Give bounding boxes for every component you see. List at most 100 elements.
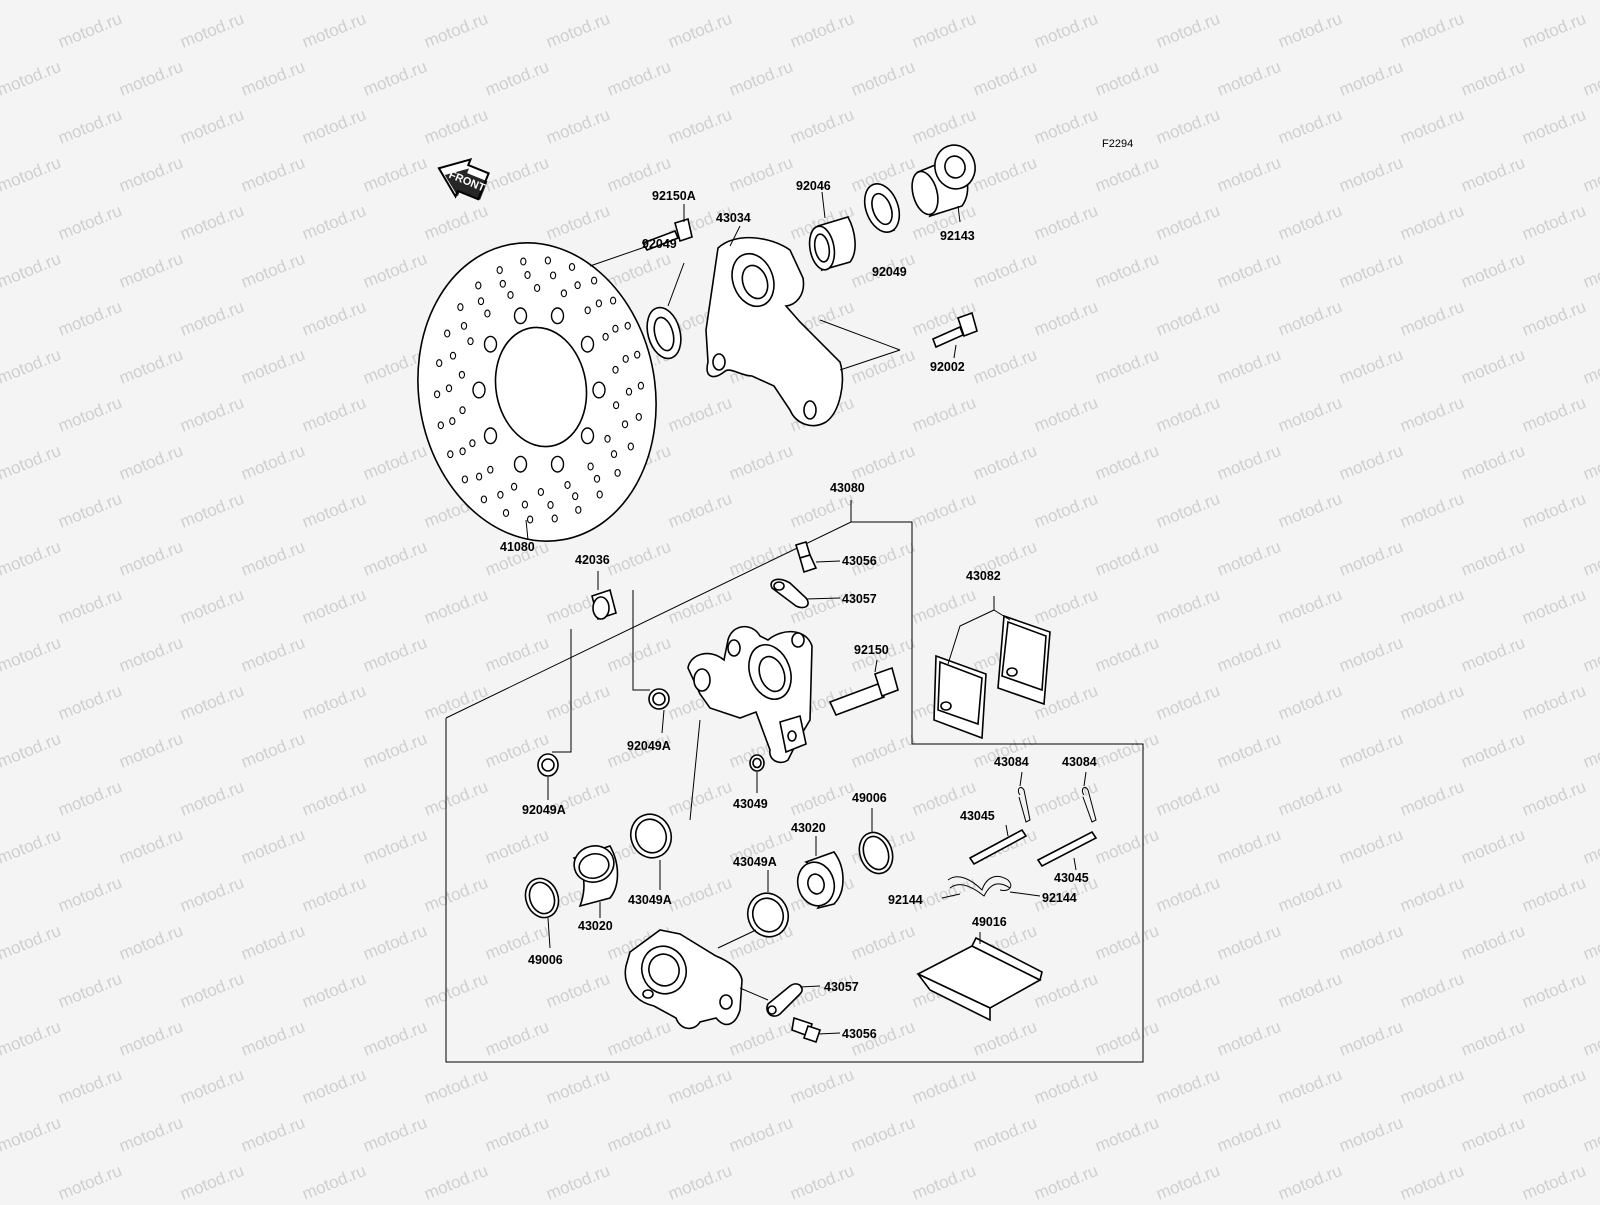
bushing-42036 [552, 571, 650, 753]
label-92144-right: 92144 [1042, 891, 1077, 905]
watermark-text: motod.ru [1275, 873, 1344, 916]
watermark-text: motod.ru [177, 777, 246, 820]
disc-hole [475, 472, 483, 481]
disc-hole [625, 387, 633, 396]
watermark-text: motod.ru [0, 9, 3, 52]
watermark-text: motod.ru [543, 969, 612, 1012]
watermark-text: motod.ru [1092, 249, 1161, 292]
bleeder-valve-top [794, 541, 841, 574]
watermark-text: motod.ru [177, 105, 246, 148]
watermark-text: motod.ru [787, 777, 856, 820]
watermark-text: motod.ru [1336, 153, 1405, 196]
watermark-text: motod.ru [726, 1017, 795, 1060]
watermark-text: motod.ru [1214, 1113, 1283, 1156]
watermark-text: motod.ru [1458, 921, 1527, 964]
watermark-text: motod.ru [1092, 0, 1161, 4]
watermark-text: motod.ru [116, 921, 185, 964]
watermark-text: motod.ru [1336, 1113, 1405, 1156]
watermark-text: motod.ru [55, 1161, 124, 1200]
disc-hole [612, 324, 619, 333]
watermark-text: motod.ru [177, 969, 246, 1012]
disc-hole [590, 276, 598, 285]
watermark-text: motod.ru [848, 0, 917, 4]
disc-hole [457, 303, 464, 312]
disc-hole [469, 439, 476, 448]
watermark-text: motod.ru [1397, 393, 1466, 436]
watermark-text: motod.ru [1397, 969, 1466, 1012]
watermark-text: motod.ru [0, 201, 3, 244]
watermark-text: motod.ru [1214, 249, 1283, 292]
watermark-text: motod.ru [1214, 441, 1283, 484]
disc-hole [627, 442, 634, 451]
watermark-text: motod.ru [360, 921, 429, 964]
watermark-text: motod.ru [116, 537, 185, 580]
watermark-text: motod.ru [0, 825, 64, 868]
label-43080: 43080 [830, 481, 865, 495]
watermark-text: motod.ru [1214, 1017, 1283, 1060]
watermark-text: motod.ru [1458, 0, 1527, 4]
dust-seal-left [524, 877, 560, 949]
watermark-text: motod.ru [1458, 57, 1527, 100]
disc-hole [612, 401, 620, 410]
label-92046: 92046 [796, 179, 831, 193]
bracket-bolt [931, 311, 978, 349]
watermark-text: motod.ru [116, 441, 185, 484]
watermark-text: motod.ru [1458, 441, 1527, 484]
label-92002: 92002 [930, 360, 965, 374]
watermark-text: motod.ru [1214, 921, 1283, 964]
watermark-text: motod.ru [360, 0, 429, 4]
watermark-text: motod.ru [1214, 537, 1283, 580]
disc-hole [568, 263, 576, 271]
watermark-text: motod.ru [1092, 1113, 1161, 1156]
watermark-text: motod.ru [1275, 585, 1344, 628]
watermark-text: motod.ru [1519, 201, 1588, 244]
watermark-text: motod.ru [970, 441, 1039, 484]
watermark-text: motod.ru [1458, 1017, 1527, 1060]
disc-hole [526, 515, 534, 524]
watermark-text: motod.ru [1214, 153, 1283, 196]
watermark-text: motod.ru [665, 1065, 734, 1108]
watermark-text: motod.ru [360, 57, 429, 100]
watermark-text: motod.ru [482, 0, 551, 4]
watermark-text: motod.ru [1397, 585, 1466, 628]
label-43056-bottom: 43056 [842, 1027, 877, 1041]
watermark-text: motod.ru [55, 873, 124, 916]
watermark-text: motod.ru [1031, 297, 1100, 340]
watermark-text: motod.ru [0, 969, 3, 1012]
caliper-assembly-outline [445, 500, 1144, 1063]
watermark-text: motod.ru [1275, 969, 1344, 1012]
watermark-text: motod.ru [604, 0, 673, 4]
watermark-text: motod.ru [1580, 1017, 1600, 1060]
caliper-bracket [705, 236, 901, 427]
watermark-text: motod.ru [1275, 1161, 1344, 1200]
watermark-text: motod.ru [543, 1065, 612, 1108]
pad-pin-left [968, 824, 1028, 866]
watermark-text: motod.ru [543, 9, 612, 52]
watermark-text: motod.ru [1519, 297, 1588, 340]
watermark-text: motod.ru [1031, 1065, 1100, 1108]
watermark-text: motod.ru [177, 9, 246, 52]
watermark-text: motod.ru [360, 729, 429, 772]
watermark-text: motod.ru [1397, 777, 1466, 820]
watermark-text: motod.ru [1275, 9, 1344, 52]
watermark-text: motod.ru [909, 1161, 978, 1200]
front-arrow-icon: FRONT [437, 157, 490, 201]
watermark-text: motod.ru [1275, 105, 1344, 148]
watermark-text: motod.ru [543, 105, 612, 148]
watermark-text: motod.ru [970, 1113, 1039, 1156]
watermark-text: motod.ru [177, 873, 246, 916]
watermark-text: motod.ru [1336, 921, 1405, 964]
watermark-text: motod.ru [0, 921, 64, 964]
disc-hole [445, 384, 453, 393]
watermark-text: motod.ru [421, 585, 490, 628]
disc-hole [612, 365, 619, 374]
watermark-text: motod.ru [1397, 873, 1466, 916]
watermark-text: motod.ru [909, 1065, 978, 1108]
label-43084-right: 43084 [1062, 755, 1097, 769]
watermark-text: motod.ru [1092, 825, 1161, 868]
watermark-text: motod.ru [116, 249, 185, 292]
disc-hole [622, 354, 629, 363]
watermark-text: motod.ru [1580, 729, 1600, 772]
watermark-text: motod.ru [0, 873, 3, 916]
watermark-text: motod.ru [299, 873, 368, 916]
